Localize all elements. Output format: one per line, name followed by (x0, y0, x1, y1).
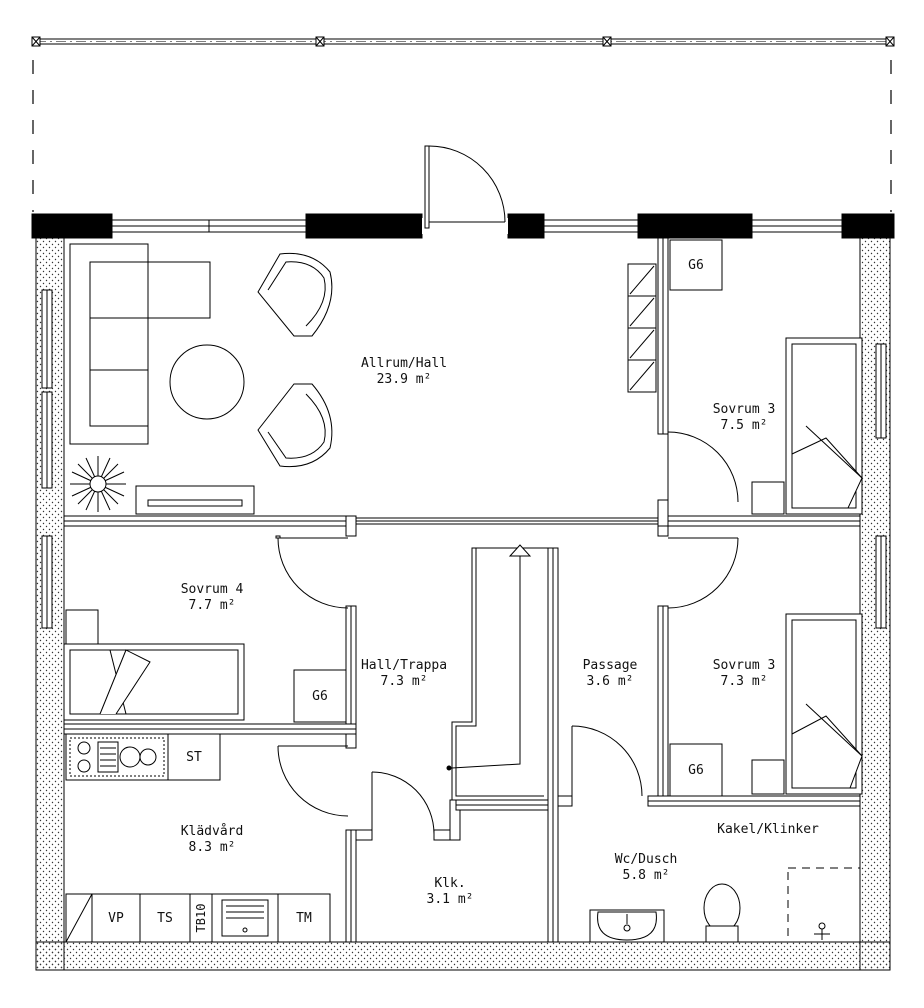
room-name: Wc/Dusch (614, 852, 678, 867)
plant-icon (70, 456, 126, 512)
finish-note: Kakel/Klinker (717, 822, 819, 837)
sofa-icon (69, 243, 211, 445)
room-area: 23.9 m² (376, 372, 432, 387)
staircase-arrow-icon (446, 544, 532, 771)
door-swing-icon (424, 145, 506, 229)
room-name: Sovrum 3 (712, 658, 776, 673)
bed-icon (785, 337, 863, 515)
room-area: 7.3 m² (380, 674, 428, 689)
stove-icon (65, 733, 169, 781)
terrace-post-icon (31, 36, 41, 47)
room-label-sovrum3-bottom: Sovrum 3 7.3 m² (713, 658, 776, 690)
room-area: 3.6 m² (586, 674, 634, 689)
room-area: 7.5 m² (720, 418, 768, 433)
terrace-post-icon (315, 36, 325, 47)
door-swing-icon (275, 431, 739, 835)
room-name: Klk. (434, 876, 466, 891)
g6-label-top: G6 (688, 257, 704, 273)
ts-label: TS (157, 910, 173, 926)
room-name: Hall/Trappa (360, 658, 448, 673)
vp-label: VP (108, 910, 124, 926)
st-label: ST (186, 749, 202, 765)
terrace-outline (31, 36, 895, 212)
sideboard (135, 485, 255, 515)
wardrobe-g6-sovrum4 (293, 669, 347, 723)
room-area: 8.3 m² (188, 840, 236, 855)
bed-icon (785, 613, 863, 795)
shower-icon (787, 867, 861, 943)
g6-label-sovrum4: G6 (312, 688, 328, 704)
round-table (169, 344, 245, 420)
room-name: Sovrum 3 (712, 402, 776, 417)
terrace-post-icon (602, 36, 612, 47)
tm-label: TM (296, 910, 312, 926)
appliance-st (167, 733, 221, 781)
room-name: Klädvård (180, 824, 244, 839)
room-label-passage: Passage 3.6 m² (583, 658, 638, 690)
toilet-icon (703, 883, 741, 943)
room-area: 3.1 m² (426, 892, 474, 907)
tb10-label: TB10 (194, 903, 208, 933)
room-name: Passage (582, 658, 638, 673)
terrace-post-icon (885, 36, 895, 47)
nightstand (65, 609, 99, 645)
room-area: 5.8 m² (622, 868, 670, 883)
armchair-icon (257, 383, 333, 468)
nightstand (751, 759, 785, 795)
room-area: 7.3 m² (720, 674, 768, 689)
staircase (446, 544, 549, 801)
room-name: Allrum/Hall (360, 356, 448, 371)
laundry-counter (65, 893, 331, 943)
wardrobe-g6-bottom (669, 743, 723, 797)
room-label-kladvard: Klädvård 8.3 m² (181, 824, 244, 856)
armchair-icon (257, 252, 333, 337)
room-label-hall-trappa: Hall/Trappa 7.3 m² (361, 658, 447, 690)
bed-icon (63, 643, 245, 721)
side-windows (41, 289, 887, 629)
room-label-sovrum4: Sovrum 4 7.7 m² (181, 582, 244, 614)
sink-icon (589, 909, 665, 943)
room-label-wc-dusch: Wc/Dusch 5.8 m² (615, 852, 678, 884)
interior-walls (63, 237, 861, 943)
exterior-walls (35, 237, 891, 971)
g6-label-bottom: G6 (688, 762, 704, 778)
room-label-klk: Klk. 3.1 m² (427, 876, 474, 908)
window (111, 219, 843, 233)
nightstand (751, 481, 785, 515)
room-area: 7.7 m² (188, 598, 236, 613)
room-name: Sovrum 4 (180, 582, 244, 597)
room-label-allrum: Allrum/Hall 23.9 m² (361, 356, 447, 388)
top-wall (31, 213, 895, 239)
room-label-sovrum3-top: Sovrum 3 7.5 m² (713, 402, 776, 434)
wardrobe-g6-top (669, 239, 723, 291)
wardrobe-shelves (627, 263, 657, 393)
